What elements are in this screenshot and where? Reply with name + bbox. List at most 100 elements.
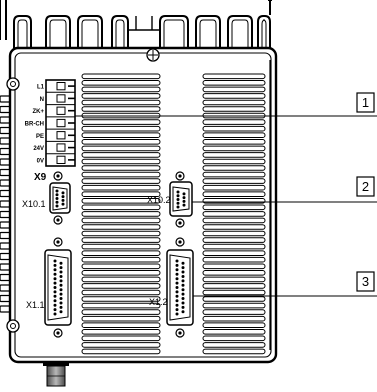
terminal-pin-label: ZK+ (32, 109, 44, 115)
vent-slot (81, 145, 161, 152)
vent-slot (202, 152, 266, 158)
connector-pin (55, 193, 59, 197)
vent-slot (81, 152, 161, 158)
side-fin (0, 147, 11, 156)
vent-slot (81, 270, 161, 276)
callout-2-number: 2 (362, 179, 369, 194)
vent-slot (202, 224, 266, 230)
vent-slot (81, 86, 161, 93)
terminal-screw (56, 143, 66, 152)
mounting-screw-upper-left (6, 77, 20, 91)
vent-slot (202, 125, 266, 132)
bottom-cable-gland (43, 362, 69, 387)
vent-slot (202, 256, 266, 263)
side-fin (0, 158, 11, 166)
vent-slot (81, 243, 161, 250)
vent-slot (81, 178, 161, 184)
dsub-25-connector-x1-2 (166, 237, 194, 338)
connector-pin (61, 202, 65, 206)
vent-slot (81, 348, 161, 355)
vent-slot (202, 211, 266, 217)
vent-slot (81, 289, 161, 296)
vent-slot (81, 198, 161, 204)
vent-slot (81, 125, 161, 132)
vent-slot (202, 302, 266, 309)
vent-slot (81, 283, 161, 289)
connector-pin (181, 279, 185, 283)
heatsink-fin-inner (261, 19, 267, 48)
vent-slot (202, 263, 266, 270)
dsub-25-connector-x1-1 (44, 237, 72, 338)
side-fin (0, 189, 11, 198)
vent-slot (202, 119, 266, 125)
heatsink-fin-inner (17, 19, 28, 48)
connector-pin (59, 292, 63, 296)
vent-slot (81, 250, 161, 256)
connector-pin (53, 272, 57, 276)
connector-label-x1-2: X1.2 (149, 297, 168, 307)
connector-pin (53, 281, 57, 285)
vent-slot (202, 237, 266, 243)
vent-slot (202, 276, 266, 283)
vent-slot (81, 263, 161, 270)
terminal-screw (56, 118, 66, 128)
vent-slot (202, 243, 266, 250)
callout-1-number: 1 (362, 95, 369, 110)
vent-slot (202, 93, 266, 99)
side-fin (0, 116, 11, 124)
connector-pin (59, 288, 63, 292)
connector-pin (53, 303, 57, 307)
vent-slot (81, 139, 161, 145)
side-fin (0, 221, 11, 229)
connector-pin (53, 294, 57, 298)
connector-pin (181, 261, 185, 265)
vent-slot (81, 99, 161, 106)
terminal-pin-label: BR-CH (25, 122, 44, 128)
vent-slot (202, 204, 266, 211)
connector-pin (181, 305, 185, 309)
vent-slot (81, 191, 161, 197)
connector-pin (176, 194, 180, 198)
vent-slot (202, 73, 266, 80)
connector-pin (176, 205, 180, 209)
vent-slot (202, 86, 266, 93)
heatsink-fin (45, 15, 71, 48)
vent-slot (81, 309, 161, 315)
side-fin (0, 200, 11, 208)
heatsink-top-fins (0, 0, 272, 48)
callout-2: 2 (356, 176, 375, 197)
connector-pin (181, 288, 185, 292)
heatsink-fin-inner (231, 19, 249, 48)
vent-slot (202, 139, 266, 145)
vent-slot (202, 250, 266, 256)
connector-pin (182, 199, 186, 203)
terminal-pin-label: PE (36, 134, 44, 140)
vent-slot (202, 230, 266, 237)
connector-pin (175, 303, 179, 307)
vent-slot (202, 171, 266, 178)
vent-slot (202, 348, 266, 355)
connector-pin (61, 191, 65, 195)
connector-pin (175, 286, 179, 289)
mounting-screw-lower-left (6, 319, 20, 333)
connector-pin (55, 197, 59, 200)
connector-pin (53, 286, 57, 289)
connector-pin (175, 268, 179, 272)
vent-slot (202, 342, 266, 348)
connector-pin (61, 195, 65, 199)
mounting-screw-top (146, 48, 160, 62)
connector-label-x10-2: X10.2 (147, 195, 171, 205)
connector-pin (182, 192, 186, 196)
vent-slot (202, 309, 266, 315)
vent-slot (81, 302, 161, 309)
connector-pin (175, 277, 179, 281)
connector-label-x1-1: X1.1 (26, 300, 45, 310)
vent-slot (202, 132, 266, 138)
side-fin (0, 137, 11, 145)
connector-pin (59, 283, 63, 287)
connector-pin (59, 310, 63, 314)
vent-slot (81, 230, 161, 237)
vent-slot (81, 119, 161, 125)
connector-pin (59, 266, 63, 270)
